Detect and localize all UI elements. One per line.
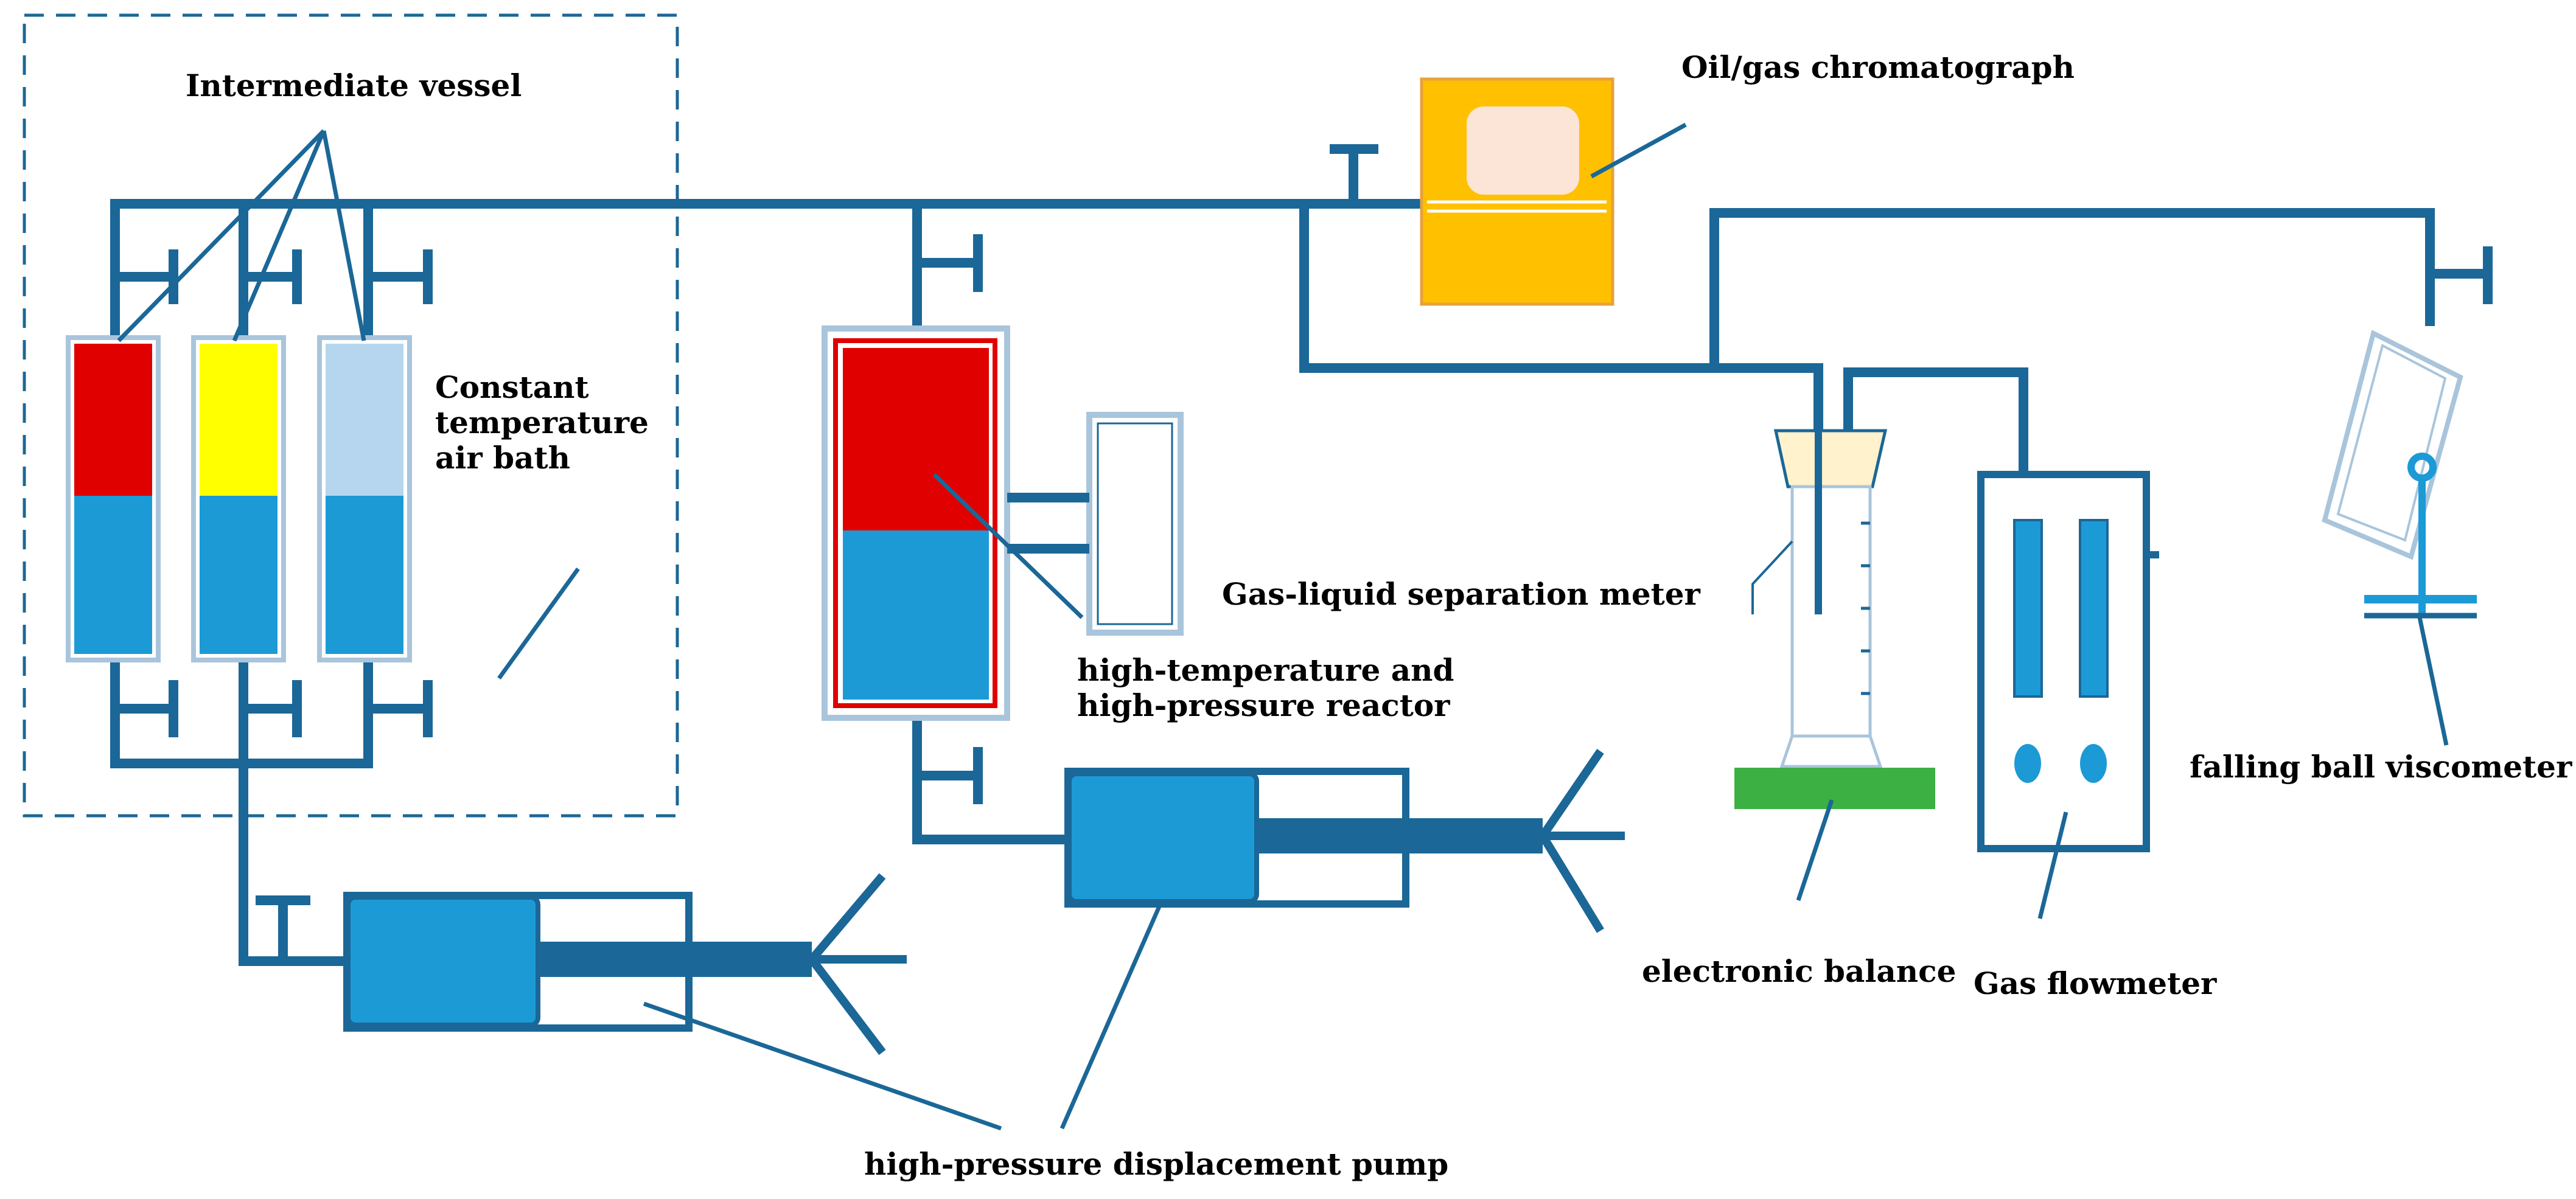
valve bbox=[1330, 144, 1378, 204]
electronic-balance-label: electronic balance bbox=[1642, 953, 1956, 989]
valve bbox=[368, 249, 433, 304]
oil-gas-chromatograph bbox=[1420, 77, 1614, 306]
air-bath-enclosure bbox=[23, 13, 679, 818]
displacement-pump-2 bbox=[1064, 749, 1625, 933]
valve bbox=[243, 680, 302, 737]
gas-liquid-separation-meter-label: Gas-liquid separation meter bbox=[1222, 576, 1700, 612]
valve bbox=[2430, 246, 2493, 304]
valve bbox=[115, 680, 178, 737]
leader-lines bbox=[117, 122, 2449, 1131]
gas-liquid-separator bbox=[1751, 429, 1888, 768]
valve bbox=[115, 249, 178, 304]
reactor-label-line-2: high-pressure reactor bbox=[1077, 687, 1450, 723]
falling-ball-viscometer-label: falling ball viscometer bbox=[2190, 749, 2572, 785]
falling-ball-viscometer bbox=[2322, 330, 2477, 619]
valve bbox=[368, 680, 433, 737]
air-bath-label-line-3: air bath bbox=[435, 440, 570, 476]
gas-flowmeter bbox=[1977, 471, 2159, 852]
oil-gas-chromatograph-label: Oil/gas chromatograph bbox=[1681, 49, 2075, 85]
valve bbox=[243, 249, 302, 304]
displacement-pump-label: high-pressure displacement pump bbox=[864, 1146, 1449, 1182]
valve bbox=[256, 895, 310, 961]
intermediate-vessel-3 bbox=[317, 335, 412, 662]
valve bbox=[917, 234, 983, 292]
intermediate-vessel-1 bbox=[66, 335, 161, 662]
reactor-label: high-temperature and high-pressure react… bbox=[1077, 653, 1454, 723]
valve bbox=[917, 747, 983, 804]
air-bath-label-line-2: temperature bbox=[435, 405, 649, 440]
intermediate-vessel-label: Intermediate vessel bbox=[186, 68, 522, 103]
reactor bbox=[822, 325, 1184, 721]
reactor-label-line-1: high-temperature and bbox=[1077, 652, 1454, 688]
gas-flowmeter-label: Gas flowmeter bbox=[1974, 965, 2217, 1001]
air-bath-label: Constant temperature air bath bbox=[435, 370, 649, 476]
valves bbox=[115, 144, 2493, 961]
intermediate-vessel-2 bbox=[191, 335, 286, 662]
electronic-balance bbox=[1734, 768, 1935, 809]
displacement-pump-1 bbox=[343, 873, 907, 1055]
air-bath-label-line-1: Constant bbox=[435, 369, 589, 405]
